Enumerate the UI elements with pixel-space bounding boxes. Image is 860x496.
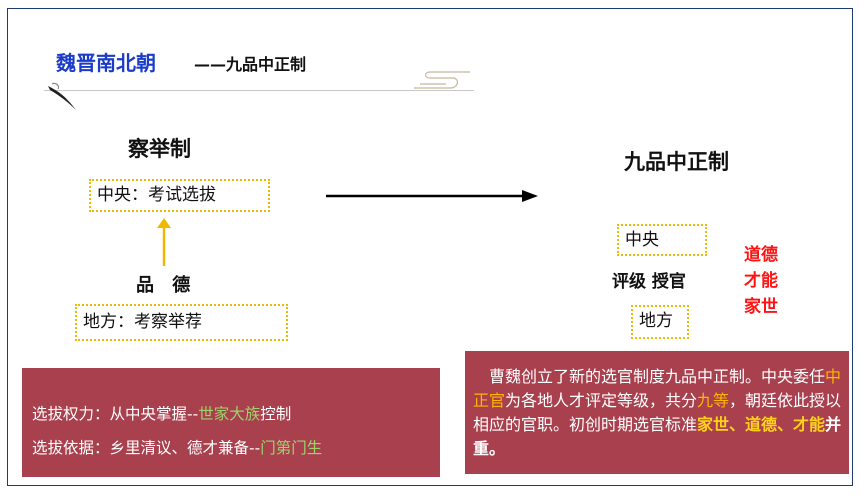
- power-line: 选拔权力：从中央掌握--世家大族控制: [32, 405, 292, 423]
- right-arrow-icon: [326, 190, 538, 202]
- description-panel: 曹魏创立了新的选官制度九品中正制。中央委任中正官为各地人才评定等级，共分九等，朝…: [465, 351, 849, 474]
- slide-frame: [7, 8, 853, 486]
- jiupin-heading: 九品中正制: [624, 150, 729, 174]
- decorative-divider: [44, 90, 474, 91]
- zhongzheng-highlight: 中正官: [473, 367, 842, 410]
- standard-morality: 道德: [744, 245, 778, 265]
- power-highlight: 世家大族: [198, 405, 261, 423]
- standard-family: 家世: [744, 297, 778, 317]
- comparison-panel: 选拔权力：从中央掌握--世家大族控制 选拔依据：乡里清议、德才兼备--门第门生: [22, 368, 440, 477]
- jiupin-local-box: 地方: [631, 305, 689, 339]
- criteria-label: 品 德: [136, 275, 197, 296]
- chaju-local-box: 地方：考察举荐: [75, 304, 288, 341]
- chaju-central-box: 中央：考试选拔: [89, 179, 270, 212]
- basis-highlight: 门第门生: [260, 439, 323, 457]
- up-arrow-icon: [157, 218, 171, 266]
- standard-ability: 才能: [744, 271, 778, 291]
- standards-highlight: 家世、道德、才能: [697, 415, 826, 434]
- cloud-icon: [414, 71, 470, 89]
- description-text: 曹魏创立了新的选官制度九品中正制。中央委任中正官为各地人才评定等级，共分九等，朝…: [473, 367, 842, 458]
- nine-grades-highlight: 九等: [697, 391, 730, 410]
- chaju-heading: 察举制: [128, 137, 191, 161]
- page-subtitle: ——九品中正制: [194, 55, 307, 74]
- page-title: 魏晋南北朝: [56, 51, 156, 75]
- jiupin-central-box: 中央: [617, 224, 707, 256]
- basis-line: 选拔依据：乡里清议、德才兼备--门第门生: [32, 439, 323, 457]
- bird-icon: [48, 82, 76, 110]
- rating-action-label: 评级 授官: [612, 272, 686, 292]
